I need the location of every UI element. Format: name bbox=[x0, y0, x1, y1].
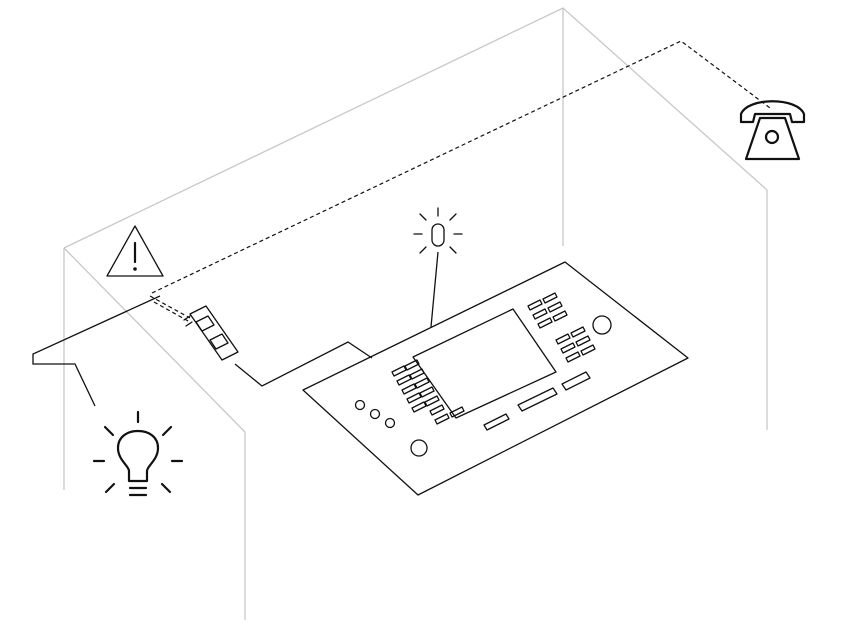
panel-keys-bottom bbox=[483, 371, 591, 431]
panel-display-screen bbox=[412, 308, 557, 419]
panel-buttons-top bbox=[527, 292, 568, 329]
panel-indicators bbox=[354, 399, 396, 429]
telephone-icon bbox=[739, 100, 806, 161]
telephone-signal-line bbox=[151, 40, 771, 294]
panel-knob-right bbox=[592, 315, 612, 335]
panel-body bbox=[302, 261, 689, 496]
panel-feed-wire bbox=[234, 341, 373, 387]
back-wall-top-edge bbox=[63, 7, 768, 430]
panel-buttons-right bbox=[555, 326, 596, 363]
front-wall-edge bbox=[63, 247, 246, 620]
room-walls bbox=[63, 7, 768, 620]
sensor-module-icon bbox=[183, 305, 239, 361]
device-signal-line bbox=[149, 295, 191, 319]
beacon-wire bbox=[430, 251, 439, 328]
control-panel bbox=[302, 261, 689, 496]
light-bulb-icon bbox=[92, 410, 184, 497]
light-wire bbox=[32, 295, 161, 407]
panel-softkeys-left bbox=[391, 359, 465, 425]
warning-triangle-icon bbox=[106, 225, 164, 277]
flashing-beacon-icon bbox=[413, 207, 463, 254]
panel-knob-left bbox=[410, 439, 428, 457]
